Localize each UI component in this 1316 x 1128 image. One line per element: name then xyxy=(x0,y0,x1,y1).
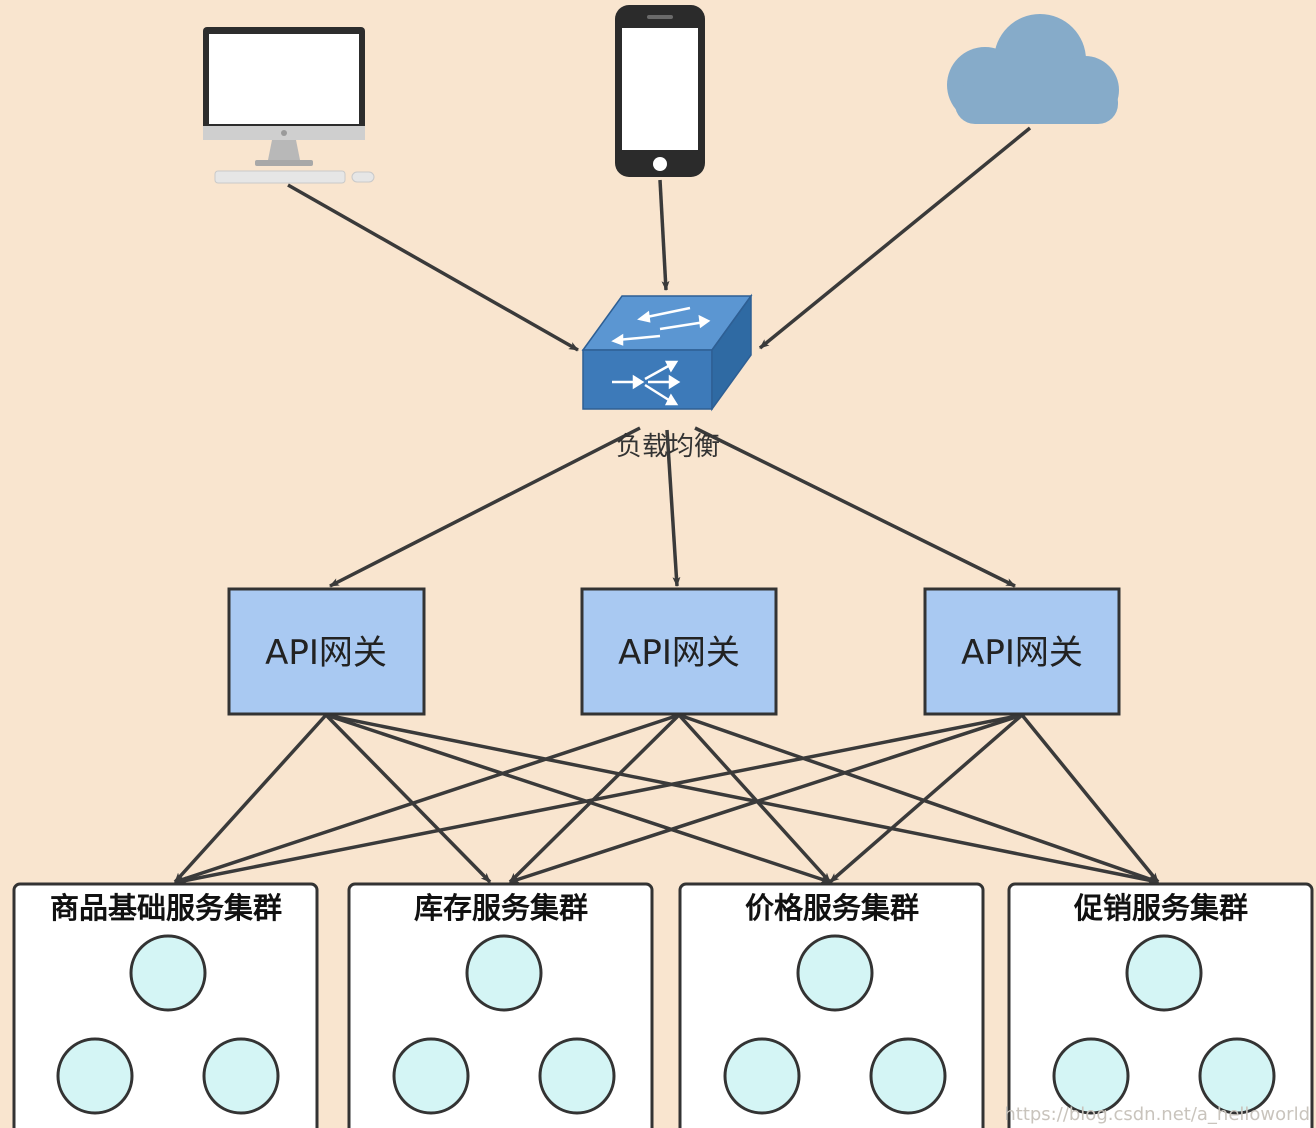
edge-gw3-to-cluster-4 xyxy=(1020,713,1160,884)
cluster-box-2: 库存服务集群 xyxy=(347,882,654,1128)
edge-gw1-to-cluster-4 xyxy=(325,713,1159,885)
service-node xyxy=(723,1037,801,1115)
edge-gw2-to-cluster-1 xyxy=(174,713,680,884)
edge-gw3-to-cluster-2 xyxy=(509,713,1023,884)
cluster-title-1: 商品基础服务集群 xyxy=(50,891,282,925)
service-node xyxy=(796,934,874,1012)
service-node xyxy=(1125,934,1203,1012)
service-node xyxy=(1052,1037,1130,1115)
edge-gw3-to-cluster-3 xyxy=(828,713,1024,884)
cluster-box-1: 商品基础服务集群 xyxy=(12,882,319,1128)
service-node xyxy=(1198,1037,1276,1115)
service-node xyxy=(202,1037,280,1115)
edge-gw1-to-cluster-1 xyxy=(173,713,328,884)
service-node xyxy=(465,934,543,1012)
service-node xyxy=(56,1037,134,1115)
edge-lb-to-gateway-2 xyxy=(665,429,681,587)
edge-gw2-to-cluster-4 xyxy=(678,713,1159,884)
watermark-text: https://blog.csdn.net/a_helloworld xyxy=(1004,1104,1310,1125)
cluster-title-3: 价格服务集群 xyxy=(745,891,919,925)
edge-lb-to-gateway-1 xyxy=(329,426,641,588)
gateway-label-3: API网关 xyxy=(961,633,1083,673)
cluster-title-2: 库存服务集群 xyxy=(414,891,588,925)
service-node xyxy=(392,1037,470,1115)
gateway-box-1: API网关 xyxy=(227,587,426,716)
gateway-box-2: API网关 xyxy=(580,587,778,716)
load-balancer-switch-icon xyxy=(581,293,753,412)
service-node xyxy=(538,1037,616,1115)
gateway-label-2: API网关 xyxy=(618,633,740,673)
edge-gw2-to-cluster-3 xyxy=(677,713,832,884)
cluster-box-3: 价格服务集群 xyxy=(678,882,985,1128)
cluster-box-4: 促销服务集群 xyxy=(1007,882,1314,1128)
cluster-title-4: 促销服务集群 xyxy=(1073,891,1248,925)
edge-gw1-to-cluster-3 xyxy=(325,713,831,884)
edge-gw3-to-cluster-1 xyxy=(177,713,1023,885)
edge-phone-to-lb xyxy=(658,179,670,291)
load-balancer-label: 负载均衡 xyxy=(616,432,720,462)
gateway-box-3: API网关 xyxy=(923,587,1121,716)
cloud-icon xyxy=(947,14,1119,124)
gateway-label-1: API网关 xyxy=(265,633,387,673)
service-node xyxy=(129,934,207,1012)
edge-desktop-to-lb xyxy=(287,183,579,352)
service-node xyxy=(869,1037,947,1115)
edge-cloud-to-lb xyxy=(758,126,1032,350)
edges xyxy=(173,126,1160,885)
edge-gw1-to-cluster-2 xyxy=(324,713,492,884)
edge-lb-to-gateway-3 xyxy=(694,426,1016,588)
smartphone-icon xyxy=(615,5,705,177)
desktop-computer-icon xyxy=(203,27,375,184)
